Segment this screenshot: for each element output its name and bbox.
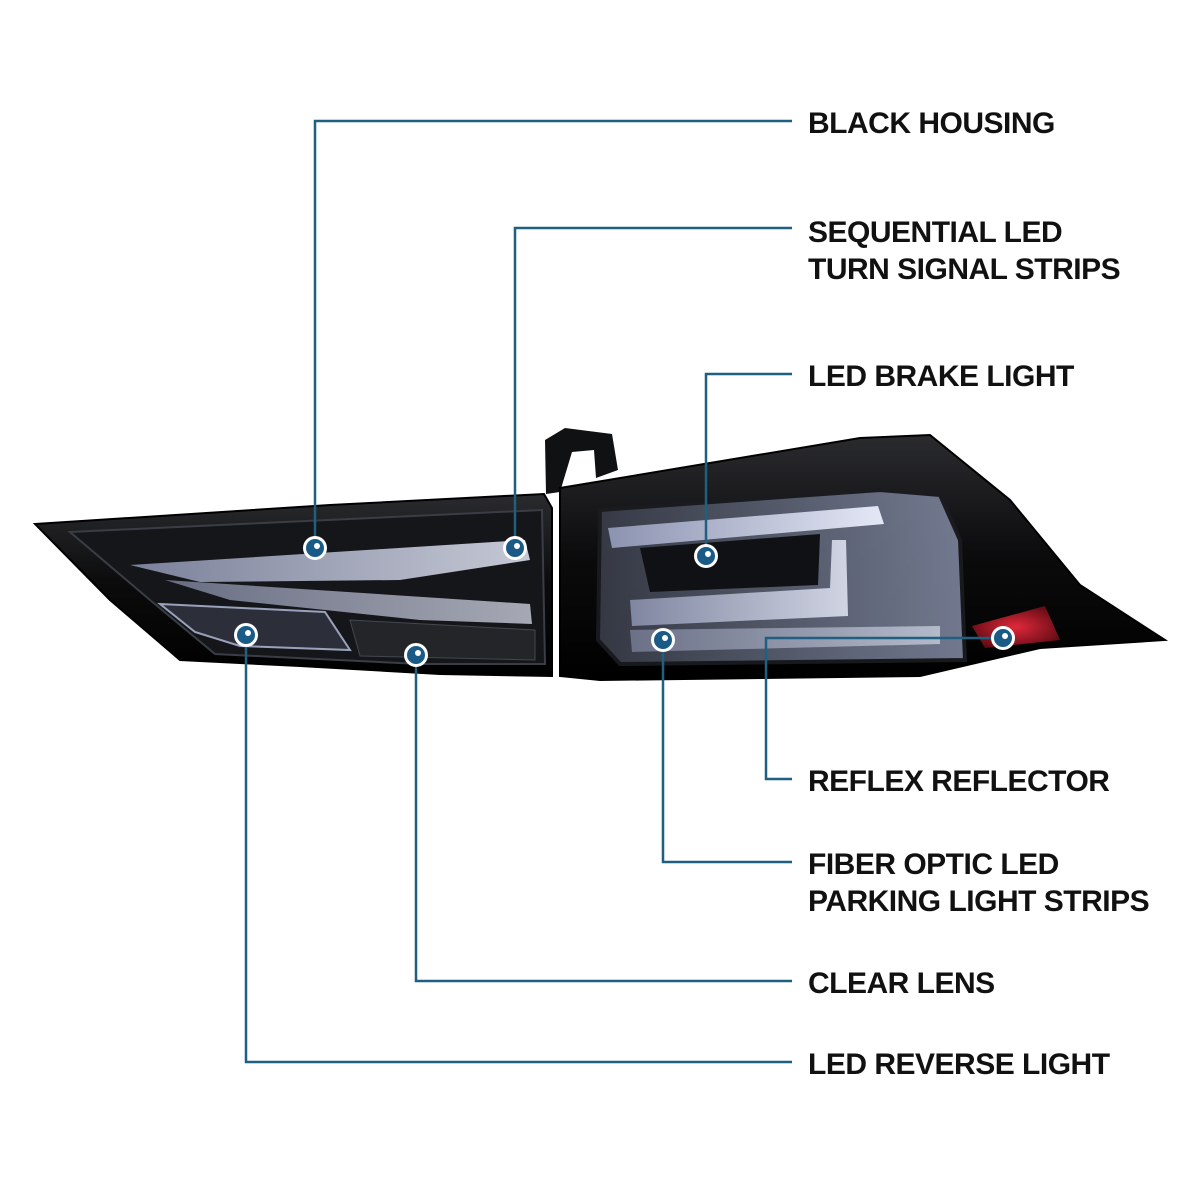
leader-lines	[244, 119, 1003, 1064]
label-clear-lens: CLEAR LENS	[808, 967, 995, 1000]
mounting-bracket	[545, 428, 618, 494]
right-c-strip	[630, 540, 848, 626]
leader-fiber-optic-led	[661, 640, 792, 864]
label-led-reverse-light: LED REVERSE LIGHT	[808, 1048, 1110, 1081]
right-top-strip	[608, 506, 884, 548]
callout-dots	[234, 536, 1015, 667]
leader-led-reverse-light	[244, 635, 792, 1064]
label-sequential-led-line1: SEQUENTIAL LED	[808, 216, 1062, 249]
label-led-brake-light: LED BRAKE LIGHT	[808, 360, 1074, 393]
left-reverse-window	[156, 602, 352, 652]
left-lower-strip	[165, 580, 532, 624]
left-upper-strip	[130, 540, 530, 582]
dot-fiber-optic-led	[651, 628, 675, 652]
dot-black-housing	[303, 536, 327, 560]
leader-sequential-led	[513, 226, 792, 548]
left-clear-panel	[349, 619, 536, 661]
label-reflex-reflector: REFLEX REFLECTOR	[808, 765, 1110, 798]
right-taillight	[559, 433, 1169, 682]
label-black-housing: BLACK HOUSING	[808, 107, 1055, 140]
callout-labels: BLACK HOUSING SEQUENTIAL LED TURN SIGNAL…	[808, 107, 1150, 1081]
dot-clear-lens	[404, 643, 428, 667]
label-sequential-led-line2: TURN SIGNAL STRIPS	[808, 253, 1120, 286]
leader-led-brake-light	[704, 372, 792, 556]
label-fiber-optic-led-line2: PARKING LIGHT STRIPS	[808, 885, 1149, 918]
dot-led-reverse-light	[234, 623, 258, 647]
label-fiber-optic-led-line1: FIBER OPTIC LED	[808, 848, 1059, 881]
dot-reflex-reflector	[991, 626, 1015, 650]
leader-clear-lens	[414, 655, 792, 983]
leader-black-housing	[313, 119, 792, 548]
leader-reflex-reflector	[764, 636, 1003, 781]
right-brake-block	[640, 534, 820, 592]
dot-led-brake-light	[694, 544, 718, 568]
left-taillight	[32, 428, 618, 678]
dot-sequential-led	[503, 536, 527, 560]
